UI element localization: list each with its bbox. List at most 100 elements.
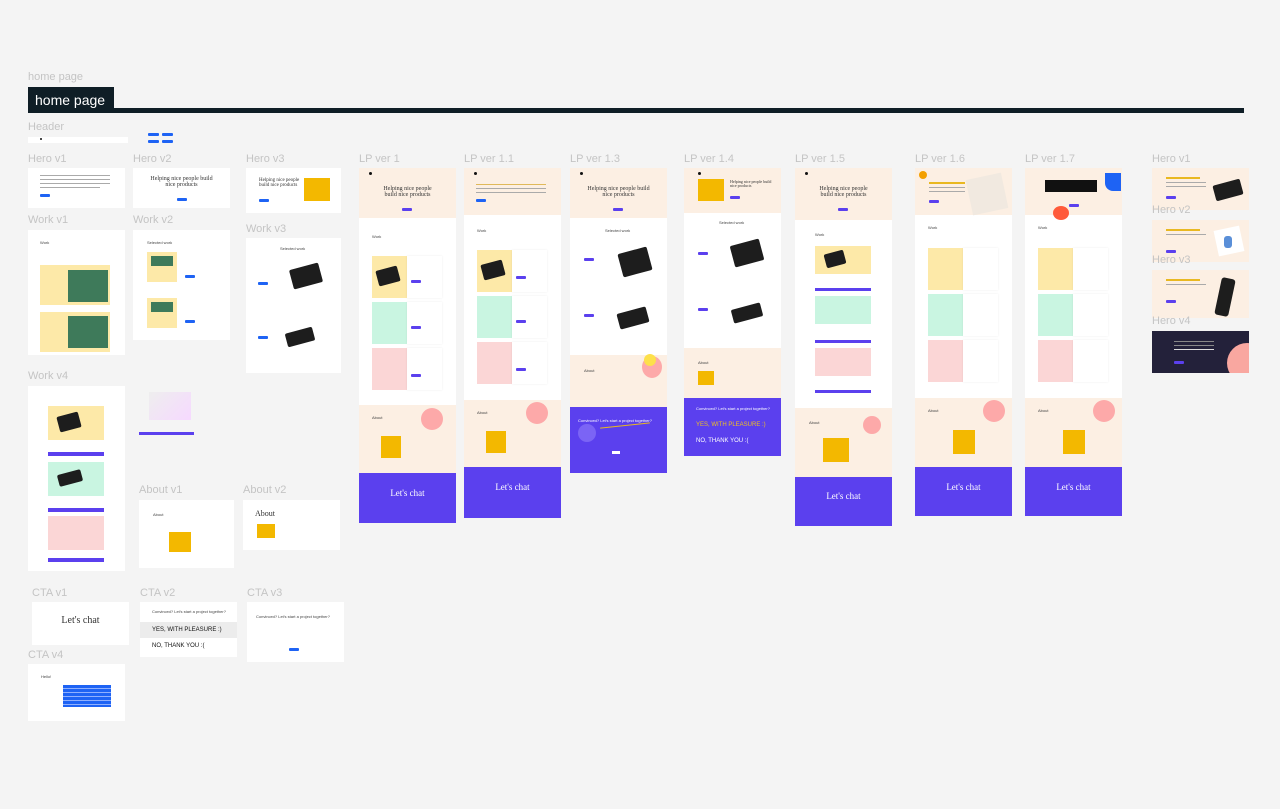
thumbnail-shape bbox=[411, 326, 421, 329]
thumbnail-shape bbox=[1069, 204, 1079, 207]
thumbnail-shape bbox=[1166, 196, 1176, 199]
thumbnail-shape: NO, THANK YOU :( bbox=[696, 438, 749, 444]
thumbnail-shape: About bbox=[255, 509, 275, 518]
frame-work-v2[interactable]: Selected work bbox=[133, 230, 230, 340]
frame-label-cta-v4: CTA v4 bbox=[28, 649, 64, 661]
thumbnail-shape bbox=[304, 178, 330, 201]
thumbnail-shape bbox=[407, 256, 442, 298]
frame-lp-1[interactable]: Helping nice people build nice products … bbox=[359, 168, 456, 523]
thumbnail-shape bbox=[359, 473, 456, 523]
frame-r-hero-v3[interactable] bbox=[1152, 270, 1249, 318]
frame-label-lp-17: LP ver 1.7 bbox=[1025, 153, 1075, 165]
thumbnail-shape: YES, WITH PLEASURE :) bbox=[152, 627, 222, 633]
thumbnail-shape bbox=[578, 424, 596, 442]
thumbnail-shape bbox=[698, 172, 701, 175]
thumbnail-shape: Let's chat bbox=[390, 488, 425, 498]
hero-headline: Helping nice people build nice products bbox=[150, 176, 213, 189]
thumbnail-shape bbox=[512, 342, 547, 384]
thumbnail-shape bbox=[516, 320, 526, 323]
thumbnail-shape bbox=[516, 368, 526, 371]
thumbnail-shape bbox=[169, 532, 191, 552]
frame-work-v1[interactable]: Work bbox=[28, 230, 125, 355]
thumbnail-shape bbox=[698, 252, 708, 255]
thumbnail-shape: Work bbox=[477, 228, 487, 233]
thumbnail-shape bbox=[407, 348, 442, 390]
thumbnail-shape bbox=[148, 140, 159, 143]
frame-r-hero-v4[interactable] bbox=[1152, 331, 1249, 373]
frame-lp-13[interactable]: Helping nice people build nice products … bbox=[570, 168, 667, 473]
frame-cta-v2[interactable]: Convinced? Let's start a project togethe… bbox=[140, 602, 237, 657]
frame-label-cta-v1: CTA v1 bbox=[32, 587, 68, 599]
thumbnail-shape bbox=[40, 179, 110, 180]
frame-cta-v3[interactable]: Convinced? Let's start a project togethe… bbox=[247, 602, 344, 662]
thumbnail-shape bbox=[730, 196, 740, 199]
thumbnail-shape bbox=[698, 371, 714, 385]
frame-lp-16[interactable]: Work About Let's chat bbox=[915, 168, 1012, 516]
frame-label-cta-v3: CTA v3 bbox=[247, 587, 283, 599]
thumbnail-shape bbox=[259, 199, 269, 202]
thumbnail-shape bbox=[185, 320, 195, 323]
frame-label-cta-v2: CTA v2 bbox=[140, 587, 176, 599]
frame-label-work-v1: Work v1 bbox=[28, 214, 69, 226]
thumbnail-shape bbox=[1227, 343, 1249, 373]
page-banner: home page bbox=[28, 87, 114, 111]
thumbnail-shape bbox=[516, 276, 526, 279]
thumbnail-shape bbox=[512, 296, 547, 338]
frame-lp-11[interactable]: Work About Let's chat bbox=[464, 168, 561, 518]
page-title-small: home page bbox=[28, 71, 84, 83]
thumbnail-shape bbox=[963, 340, 998, 382]
frame-header[interactable] bbox=[28, 137, 128, 143]
frame-r-hero-v2[interactable] bbox=[1152, 220, 1249, 262]
frame-label-lp-16: LP ver 1.6 bbox=[915, 153, 965, 165]
frame-about-v1[interactable]: About bbox=[139, 500, 234, 568]
frame-cta-v1[interactable]: Let's chat bbox=[32, 602, 129, 645]
thumbnail-shape bbox=[815, 340, 871, 343]
thumbnail-shape: About bbox=[809, 420, 820, 425]
frame-lp-14[interactable]: Helping nice people build nice products … bbox=[684, 168, 781, 456]
frame-cta-v4[interactable]: Hello! bbox=[28, 664, 125, 721]
frame-hero-v1[interactable] bbox=[28, 168, 125, 208]
thumbnail-shape bbox=[1166, 284, 1206, 285]
frame-label-work-v3: Work v3 bbox=[246, 223, 287, 235]
frame-lp-15[interactable]: Helping nice people build nice products … bbox=[795, 168, 892, 526]
thumbnail-shape bbox=[48, 516, 104, 550]
thumbnail-shape bbox=[257, 524, 275, 538]
thumbnail-shape bbox=[40, 175, 110, 176]
frame-hero-v3[interactable]: Helping nice people build nice products bbox=[246, 168, 341, 213]
frame-work-card[interactable] bbox=[139, 390, 194, 438]
thumbnail-shape bbox=[476, 199, 486, 202]
frame-about-v2[interactable]: About bbox=[243, 500, 340, 550]
frame-r-hero-v1[interactable] bbox=[1152, 168, 1249, 210]
thumbnail-shape bbox=[162, 133, 173, 136]
thumbnail-shape bbox=[162, 140, 173, 143]
frame-work-v4[interactable] bbox=[28, 386, 125, 571]
thumbnail-shape: Helping nice people build nice products bbox=[730, 179, 772, 189]
thumbnail-shape bbox=[185, 275, 195, 278]
frame-label-lp-14: LP ver 1.4 bbox=[684, 153, 734, 165]
thumbnail-shape bbox=[1045, 180, 1097, 192]
thumbnail-shape bbox=[372, 302, 407, 344]
frame-hero-v2[interactable]: Helping nice people build nice products bbox=[133, 168, 230, 208]
frame-label-about-v2: About v2 bbox=[243, 484, 287, 496]
page-divider bbox=[28, 108, 1244, 113]
thumbnail-shape bbox=[288, 262, 324, 290]
frame-lp-17[interactable]: Work About Let's chat bbox=[1025, 168, 1122, 516]
thumbnail-shape bbox=[407, 302, 442, 344]
thumbnail-shape: Convinced? Let's start a project togethe… bbox=[152, 609, 226, 614]
thumbnail-shape bbox=[40, 194, 50, 197]
thumbnail-shape bbox=[729, 238, 765, 268]
thumbnail-shape bbox=[1073, 248, 1108, 290]
thumbnail-shape bbox=[48, 508, 104, 512]
thumbnail-shape bbox=[151, 256, 173, 266]
thumbnail-shape bbox=[139, 432, 194, 435]
frame-work-v3[interactable]: Selected work bbox=[246, 238, 341, 373]
thumbnail-shape bbox=[476, 192, 546, 193]
thumbnail-shape bbox=[684, 398, 781, 456]
thumbnail-shape: NO, THANK YOU :( bbox=[152, 643, 205, 649]
thumbnail-shape: Work bbox=[372, 234, 382, 239]
thumbnail-shape bbox=[953, 430, 975, 454]
frame-label-hero-v1: Hero v1 bbox=[28, 153, 67, 165]
thumbnail-shape bbox=[584, 258, 594, 261]
thumbnail-shape bbox=[1166, 229, 1200, 231]
thumbnail-shape bbox=[795, 168, 892, 220]
